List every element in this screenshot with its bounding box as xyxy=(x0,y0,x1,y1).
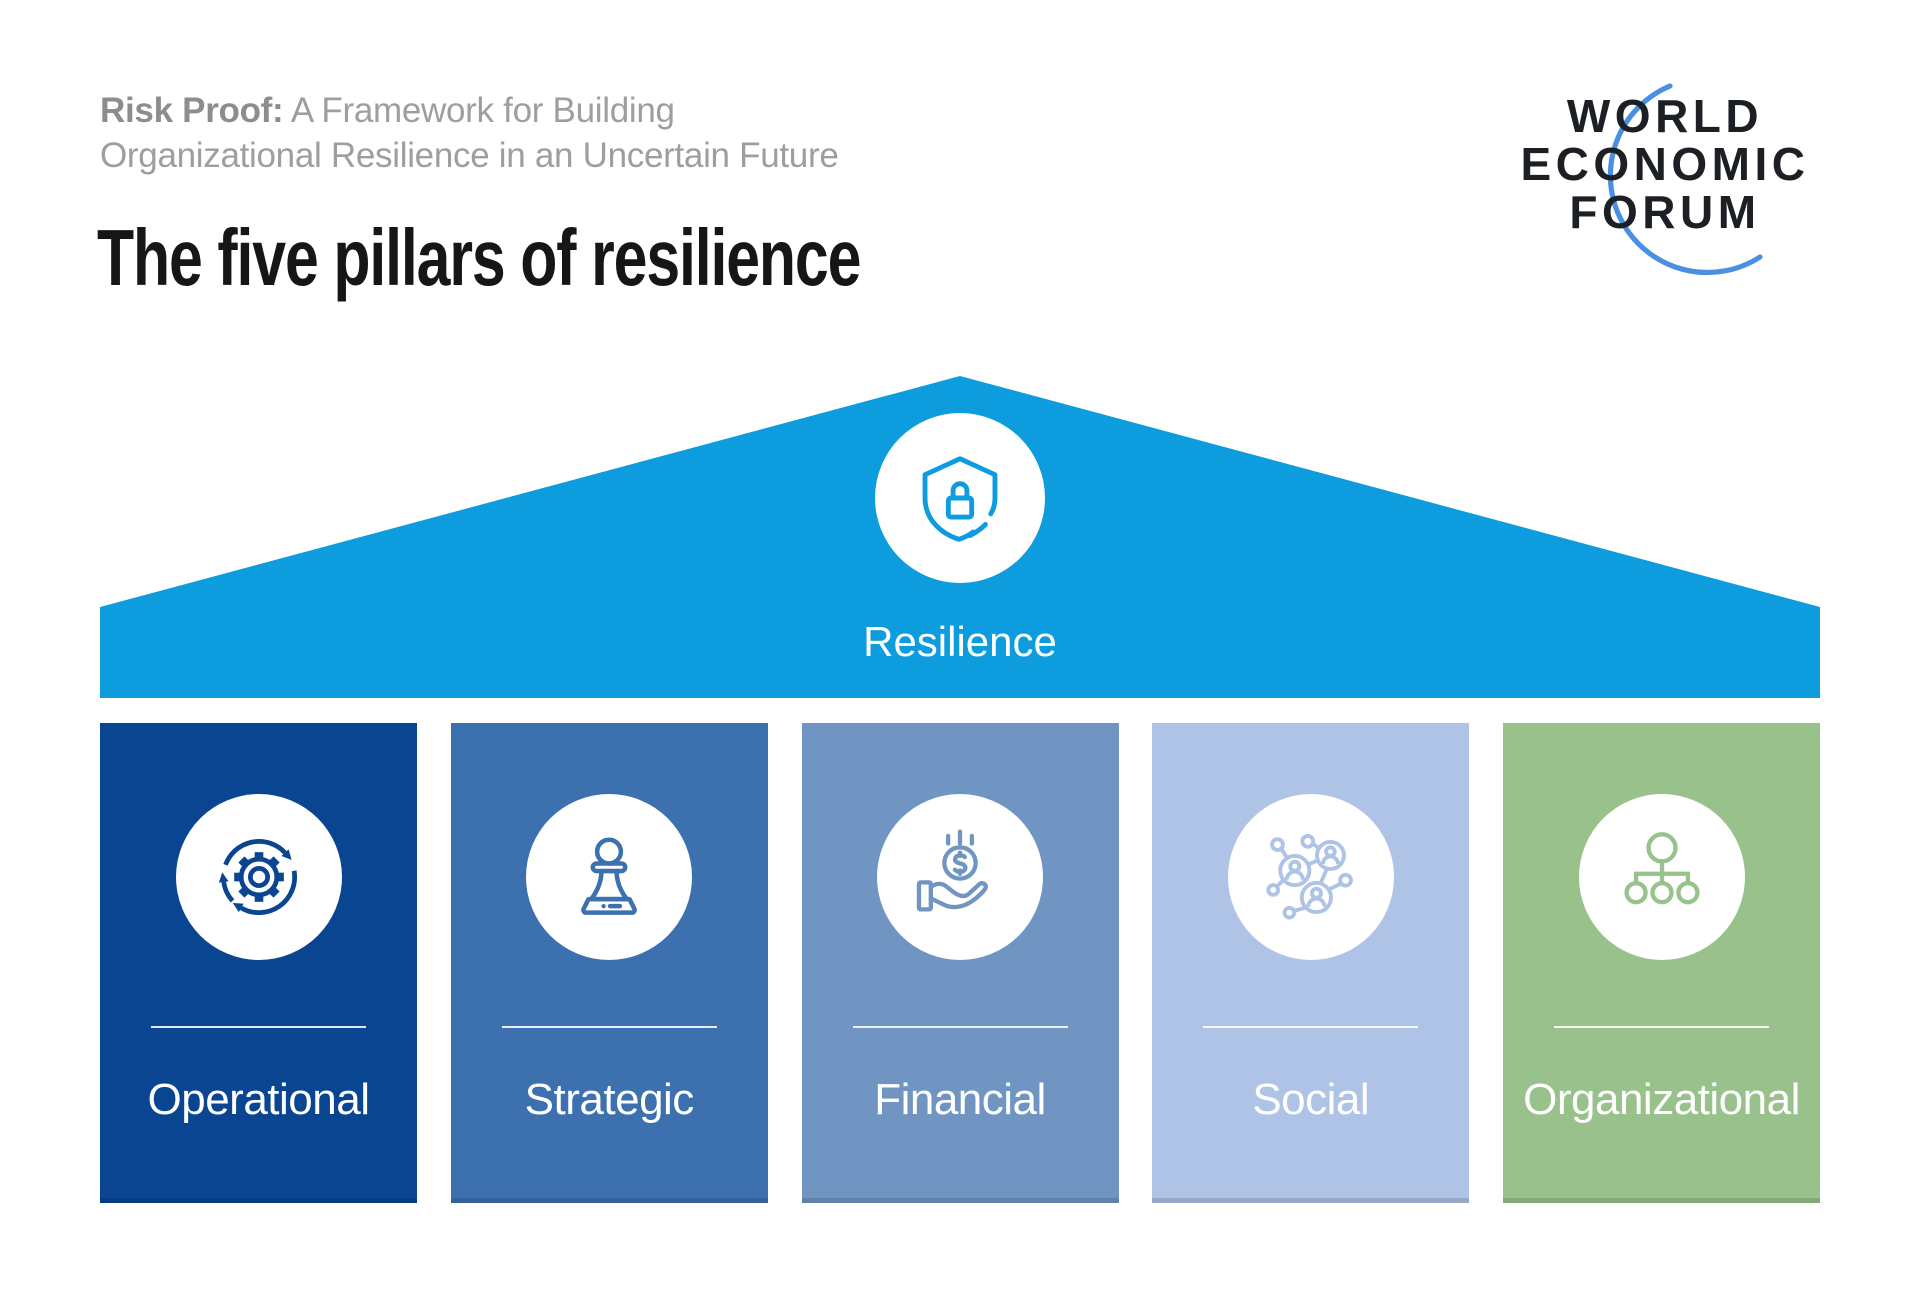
pillar-divider xyxy=(1203,1026,1419,1028)
pillar-icon-circle xyxy=(877,794,1043,960)
shield-lock-icon xyxy=(922,456,998,542)
header-kicker: Risk Proof: A Framework for Building Org… xyxy=(100,88,839,178)
pillar-financial: Financial xyxy=(801,723,1119,1203)
org-chart-icon xyxy=(1623,832,1700,905)
resilience-label: Resilience xyxy=(863,618,1057,665)
people-network-icon xyxy=(1266,834,1353,920)
gear-cycle-icon xyxy=(218,839,297,916)
pillar-social: Social xyxy=(1152,723,1470,1203)
page-title: The five pillars of resilience xyxy=(97,213,861,302)
kicker-line-2: Organizational Resilience in an Uncertai… xyxy=(100,136,839,175)
coin-hand-icon xyxy=(916,829,988,912)
chess-pawn-icon xyxy=(581,837,638,915)
pillar-label: Social xyxy=(1252,1075,1370,1124)
logo-line-1: WORLD xyxy=(1567,90,1763,142)
pillar-icon-circle xyxy=(526,794,693,960)
wef-logo: WORLD ECONOMIC FORUM xyxy=(1521,83,1810,276)
arrowhead xyxy=(232,903,244,913)
pillar-divider xyxy=(852,1026,1068,1028)
kicker-bold-prefix: Risk Proof: xyxy=(100,91,284,130)
pillar-operational: Operational xyxy=(100,723,417,1203)
pillar-icon-circle xyxy=(1227,794,1394,960)
pillar-strategic: Strategic xyxy=(450,723,768,1203)
pawn-base-dot xyxy=(601,904,607,909)
pillar-divider xyxy=(1554,1026,1769,1028)
resilience-icon-circle xyxy=(875,413,1045,583)
pillar-divider xyxy=(501,1026,717,1028)
pillar-icon-circle xyxy=(1578,794,1745,960)
pillar-organizational: Organizational xyxy=(1503,723,1820,1203)
logo-line-3: FORUM xyxy=(1569,186,1760,238)
logo-arc-icon xyxy=(1607,83,1763,276)
arrowhead xyxy=(218,872,229,883)
kicker-line-1: Risk Proof: A Framework for Building xyxy=(100,88,839,133)
pillar-divider xyxy=(151,1026,366,1028)
logo-line-2: ECONOMIC xyxy=(1521,138,1810,190)
pillar-icon-circle xyxy=(175,794,342,960)
kicker-line-1-rest: A Framework for Building xyxy=(283,91,675,130)
pillar-label: Strategic xyxy=(524,1075,695,1124)
pillar-label: Organizational xyxy=(1523,1075,1800,1124)
arrowhead xyxy=(280,849,292,860)
pillar-label: Operational xyxy=(147,1075,370,1124)
pillars-row: Operational Strategic xyxy=(100,723,1820,1203)
pillar-label: Financial xyxy=(874,1075,1046,1124)
